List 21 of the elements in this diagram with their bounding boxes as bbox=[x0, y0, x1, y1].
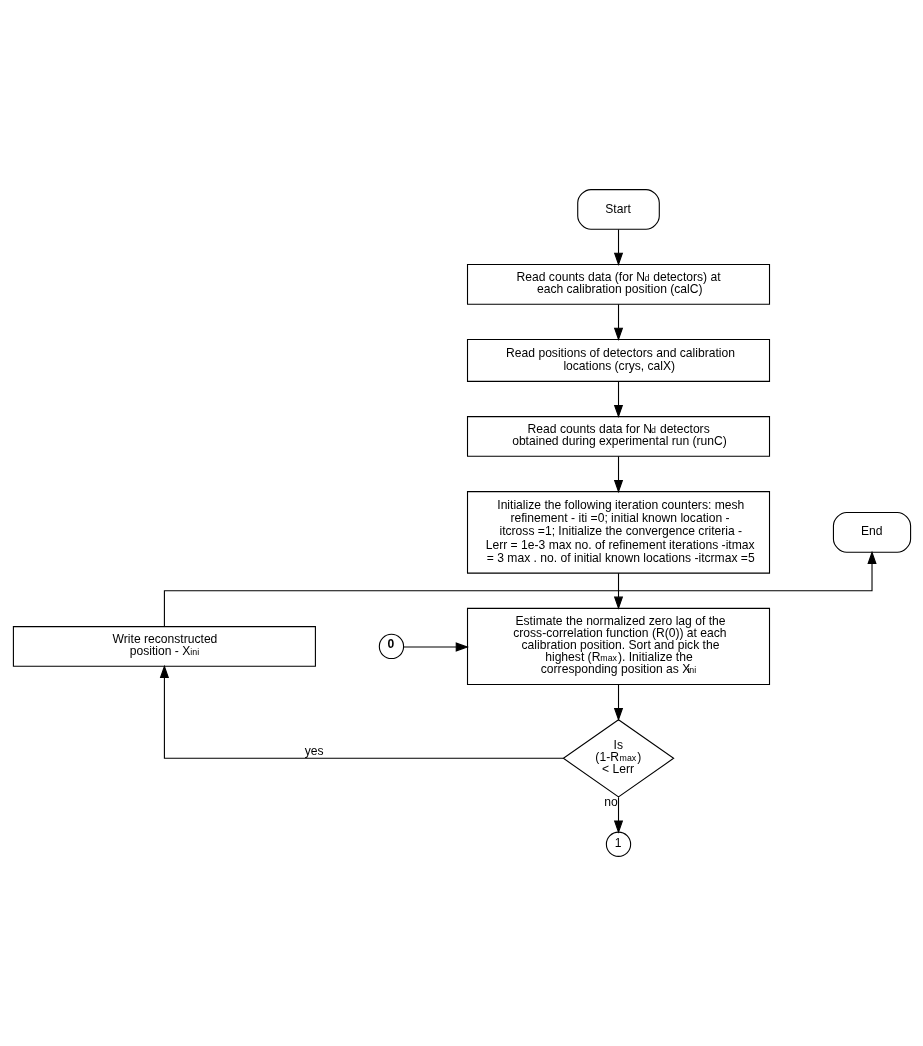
node-box: Read counts data (for Nd detectors) at each calibration position (calC) bbox=[466, 264, 770, 305]
node-box: Read positions of detectors and calibration locations (crys, calX) bbox=[466, 338, 770, 382]
arrow bbox=[159, 664, 564, 759]
arrow bbox=[613, 684, 623, 722]
arrow bbox=[613, 228, 623, 266]
node-box: Initialize the following iteration counters: mesh refinement - iti =0; initial known location - itcross =1; Initialize the convergence criteria - Lerr = 1e-3 max no. of refinement iterations -itmax = 3 max . no. of initial known locations -itcrmax =5 bbox=[466, 491, 770, 574]
node-diamond: Is (1-Rmax) < Lerr bbox=[561, 719, 675, 798]
arrow bbox=[613, 796, 623, 834]
node-box: Start bbox=[576, 189, 660, 230]
arrow bbox=[613, 455, 623, 494]
arrow bbox=[402, 642, 469, 652]
arrow bbox=[613, 303, 623, 341]
node-circle: 0 bbox=[378, 633, 404, 660]
arrow bbox=[613, 381, 623, 419]
node-box: End bbox=[832, 511, 911, 553]
node-box: Write reconstructed position - Xini bbox=[12, 626, 316, 667]
node-circle: 1 bbox=[605, 831, 631, 857]
arrow bbox=[613, 572, 623, 610]
arrow bbox=[163, 550, 877, 627]
edge-label: yes bbox=[304, 743, 324, 758]
node-box: Read counts data for Nd detectors obtained during experimental run (runC) bbox=[466, 416, 770, 457]
